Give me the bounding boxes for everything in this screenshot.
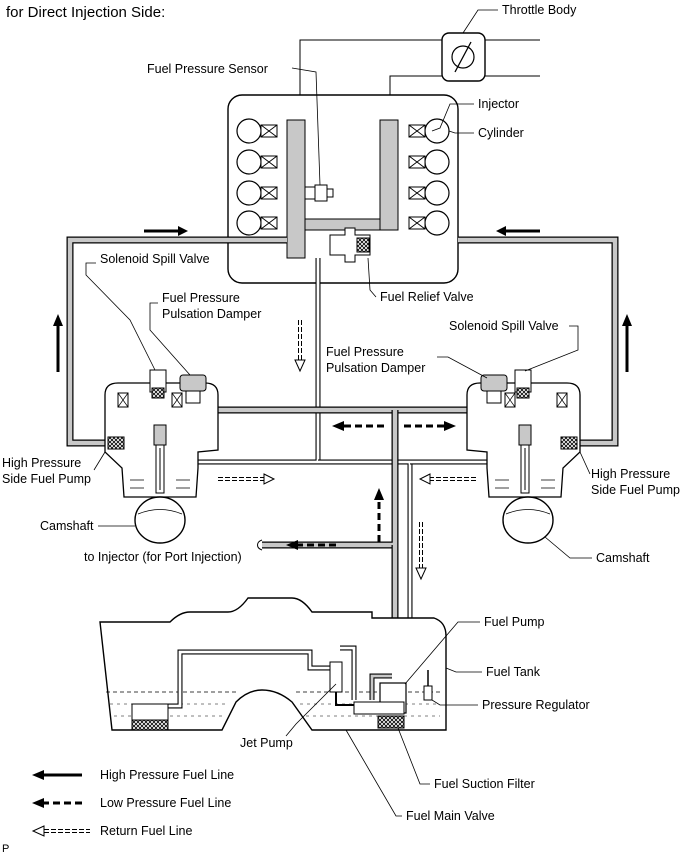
corner-mark: P: [2, 843, 9, 854]
throttle-body: [299, 9, 540, 95]
label-jet-pump: Jet Pump: [240, 736, 293, 750]
label-injector: Injector: [478, 97, 519, 111]
label-camshaft-left: Camshaft: [40, 519, 94, 533]
flow-arrows: [53, 226, 632, 581]
left-high-pressure-pump: [104, 369, 219, 544]
legend-item-return: Return Fuel Line: [31, 824, 192, 838]
label-throttle-body: Throttle Body: [502, 3, 577, 17]
label-solenoid-spill-valve-right: Solenoid Spill Valve: [449, 319, 559, 333]
label-pulsation-damper-center-1: Fuel Pressure: [326, 345, 404, 359]
label-hp-pump-left-2: Side Fuel Pump: [2, 472, 91, 486]
diagram-title: for Direct Injection Side:: [6, 4, 165, 21]
label-pulsation-damper-left-1: Fuel Pressure: [162, 291, 240, 305]
legend-item-low: Low Pressure Fuel Line: [32, 796, 231, 810]
label-hp-pump-left-1: High Pressure: [2, 456, 81, 470]
engine-block: [227, 67, 459, 284]
legend-label-low: Low Pressure Fuel Line: [100, 796, 231, 810]
label-solenoid-spill-valve-left: Solenoid Spill Valve: [100, 252, 210, 266]
legend-item-high: High Pressure Fuel Line: [32, 768, 234, 782]
label-pressure-regulator: Pressure Regulator: [482, 698, 590, 712]
legend-label-high: High Pressure Fuel Line: [100, 768, 234, 782]
label-to-injector: to Injector (for Port Injection): [84, 550, 242, 564]
label-fuel-tank: Fuel Tank: [486, 665, 541, 679]
legend: High Pressure Fuel Line Low Pressure Fue…: [31, 768, 234, 838]
fuel-tank: [99, 597, 447, 731]
label-hp-pump-right-2: Side Fuel Pump: [591, 483, 680, 497]
right-high-pressure-pump: [466, 369, 581, 544]
label-fuel-relief-valve: Fuel Relief Valve: [380, 290, 474, 304]
label-fuel-suction-filter: Fuel Suction Filter: [434, 777, 535, 791]
label-fuel-pump: Fuel Pump: [484, 615, 544, 629]
label-camshaft-right: Camshaft: [596, 551, 650, 565]
label-fuel-main-valve: Fuel Main Valve: [406, 809, 495, 823]
label-pulsation-damper-left-2: Pulsation Damper: [162, 307, 261, 321]
label-hp-pump-right-1: High Pressure: [591, 467, 670, 481]
label-cylinder: Cylinder: [478, 126, 524, 140]
legend-label-return: Return Fuel Line: [100, 824, 192, 838]
high-pressure-loop: [66, 236, 619, 447]
label-pulsation-damper-center-2: Pulsation Damper: [326, 361, 425, 375]
label-fuel-pressure-sensor: Fuel Pressure Sensor: [147, 62, 268, 76]
